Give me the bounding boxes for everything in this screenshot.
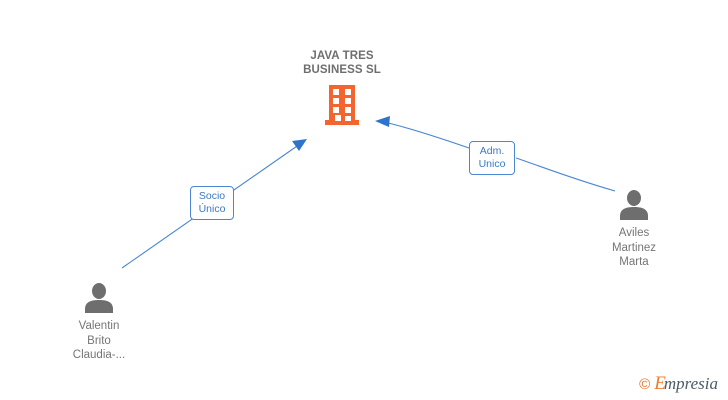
person-icon <box>620 190 648 220</box>
brand-rest: mpresia <box>663 374 718 393</box>
brand-wordmark: Empresia <box>654 374 718 394</box>
copyright-icon: © <box>639 375 651 393</box>
brand-initial: E <box>654 373 666 394</box>
person-icon <box>85 283 113 313</box>
edge-adm-unico <box>375 116 616 192</box>
empresia-watermark: © Empresia <box>639 374 718 394</box>
company-node[interactable]: JAVA TRES BUSINESS SL <box>262 50 422 125</box>
building-icon <box>325 85 359 125</box>
person-name-right: Aviles Martinez Marta <box>611 227 657 268</box>
edge-label-socio-unico[interactable]: Socio Único <box>190 186 234 220</box>
person-name-left: Valentin Brito Claudia-... <box>72 320 126 361</box>
company-name: JAVA TRES BUSINESS SL <box>303 50 381 76</box>
person-node-left[interactable]: Valentin Brito Claudia-... <box>39 283 159 363</box>
edge-label-adm-unico[interactable]: Adm. Unico <box>469 141 515 175</box>
person-node-right[interactable]: Aviles Martinez Marta <box>574 190 694 270</box>
